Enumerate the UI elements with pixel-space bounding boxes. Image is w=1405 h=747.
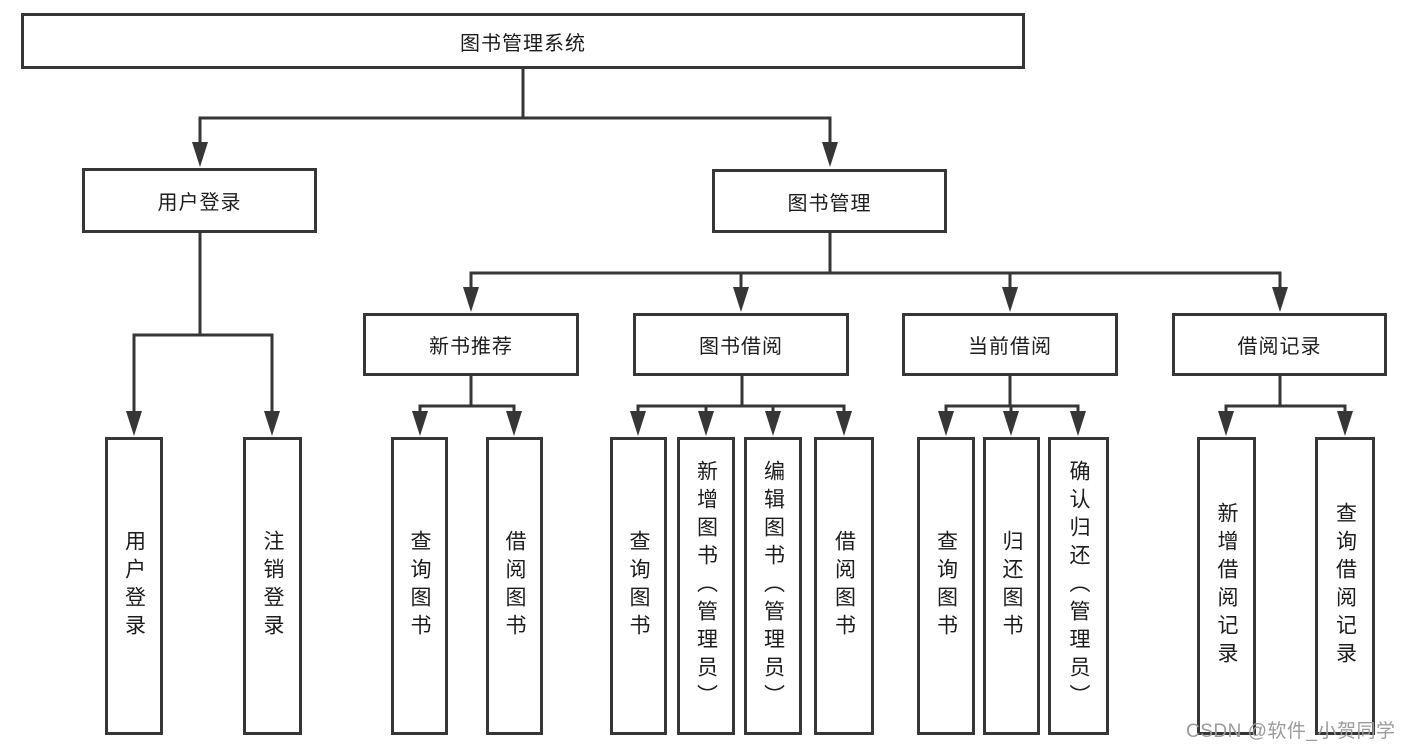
node-root-label: 图书管理系统 [460,32,586,55]
leaf-query-borrow-record-label: 查询借阅记录 [1333,502,1357,670]
leaf-return-books-label: 归还图书 [1000,530,1023,642]
csdn-watermark: CSDN @软件_小贺同学 [1186,721,1396,742]
leaf-add-borrow-record: 新增借阅记录 [1197,437,1256,735]
leaf-query-books-borrowing: 查询图书 [610,437,667,735]
leaf-user-login-label: 用户登录 [122,530,146,642]
leaf-return-books: 归还图书 [983,437,1040,735]
node-borrowing-records-label: 借阅记录 [1237,336,1322,358]
leaf-borrow-books: 借阅图书 [814,437,874,735]
node-new-book-recommend-label: 新书推荐 [429,336,513,358]
node-new-book-recommend: 新书推荐 [363,313,579,376]
node-root-system: 图书管理系统 [21,13,1025,69]
node-book-management: 图书管理 [712,169,947,233]
leaf-add-books-admin-label: 新增图书（管理员） [694,460,718,712]
leaf-edit-books-admin-label: 编辑图书（管理员） [761,460,785,712]
node-book-borrowing-label: 图书借阅 [699,336,783,358]
node-book-management-label: 图书管理 [787,192,872,215]
node-current-borrowing-label: 当前借阅 [968,336,1052,358]
leaf-user-login: 用户登录 [105,437,163,735]
leaf-query-books-recommend: 查询图书 [391,437,448,735]
leaf-query-books-current: 查询图书 [917,437,975,735]
node-current-borrowing: 当前借阅 [902,313,1118,376]
leaf-confirm-return-admin: 确认归还（管理员） [1048,437,1109,735]
node-user-login-label: 用户登录 [157,192,242,214]
node-book-borrowing: 图书借阅 [633,313,849,376]
leaf-query-books-borrowing-label: 查询图书 [627,530,650,642]
leaf-borrow-books-recommend-label: 借阅图书 [503,530,526,642]
arrowheads [126,142,1353,436]
leaf-confirm-return-admin-label: 确认归还（管理员） [1067,460,1090,712]
leaf-query-books-recommend-label: 查询图书 [408,530,431,642]
leaf-edit-books-admin: 编辑图书（管理员） [744,437,802,735]
node-user-login: 用户登录 [82,168,317,233]
leaf-add-borrow-record-label: 新增借阅记录 [1215,502,1238,670]
leaf-add-books-admin: 新增图书（管理员） [677,437,735,735]
leaf-query-borrow-record: 查询借阅记录 [1315,437,1375,735]
leaf-logout: 注销登录 [243,437,302,735]
node-borrowing-records: 借阅记录 [1172,313,1387,376]
leaf-query-books-current-label: 查询图书 [934,530,958,642]
leaf-borrow-books-recommend: 借阅图书 [486,437,543,735]
leaf-borrow-books-label: 借阅图书 [832,530,856,642]
leaf-logout-label: 注销登录 [261,530,284,642]
